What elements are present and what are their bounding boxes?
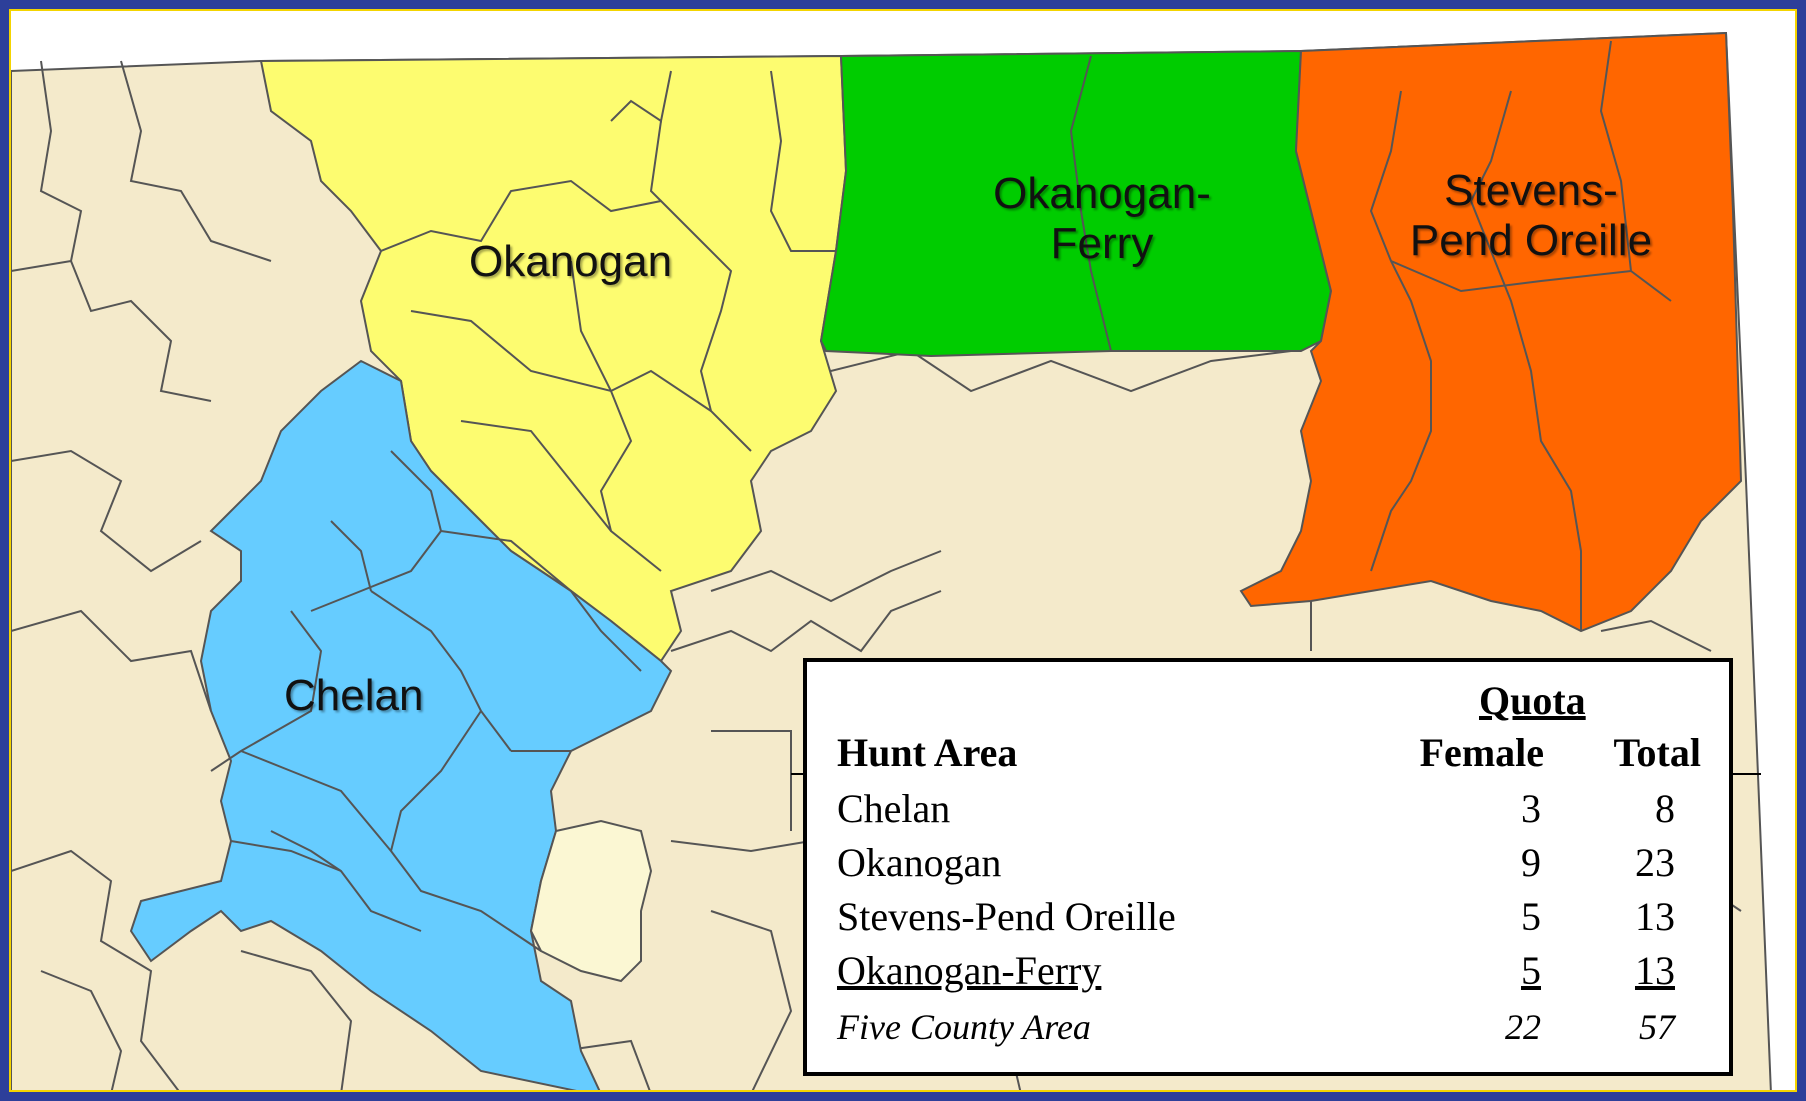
label-stevens-pend-oreille: Stevens- Pend Oreille [1391, 166, 1671, 266]
col-total: Total [1613, 730, 1701, 775]
pale-unit [529, 819, 653, 983]
chelan-area [129, 359, 673, 1090]
row-total: 13 [1635, 894, 1675, 939]
map-frame: Okanogan Okanogan- Ferry Stevens- Pend O… [9, 9, 1797, 1092]
label-stevens-line2: Pend Oreille [1409, 216, 1653, 265]
stevens-pend-oreille-area [1239, 31, 1743, 633]
chelan-subunits [210, 450, 642, 952]
row-area: Stevens-Pend Oreille [837, 894, 1176, 939]
okanogan-subunits [380, 70, 836, 572]
quota-table: Quota Hunt Area Female Total Chelan 3 8 … [803, 658, 1733, 1076]
label-okanogan: Okanogan [469, 237, 673, 286]
col-female: Female [1419, 730, 1544, 775]
row-female: 3 [1521, 786, 1541, 831]
label-okanogan-ferry-line2: Ferry [1050, 219, 1154, 268]
row-total: 8 [1655, 786, 1675, 831]
quota-group-header: Quota [1479, 678, 1586, 723]
summary-total: 57 [1639, 1007, 1675, 1047]
label-okanogan-ferry-line1: Okanogan- [993, 169, 1211, 218]
row-area: Chelan [837, 786, 951, 831]
row-female: 9 [1521, 840, 1541, 885]
label-okanogan-ferry: Okanogan- Ferry [977, 169, 1227, 269]
summary-female: 22 [1505, 1007, 1541, 1047]
row-total: 13 [1635, 948, 1675, 993]
row-total: 23 [1635, 840, 1675, 885]
label-stevens-line1: Stevens- [1444, 166, 1618, 215]
row-female: 5 [1521, 948, 1541, 993]
row-female: 5 [1521, 894, 1541, 939]
row-area: Okanogan-Ferry [837, 948, 1102, 993]
summary-area: Five County Area [837, 1007, 1091, 1047]
row-area: Okanogan [837, 840, 1002, 885]
col-hunt-area: Hunt Area [837, 730, 1018, 775]
label-chelan: Chelan [284, 671, 424, 720]
